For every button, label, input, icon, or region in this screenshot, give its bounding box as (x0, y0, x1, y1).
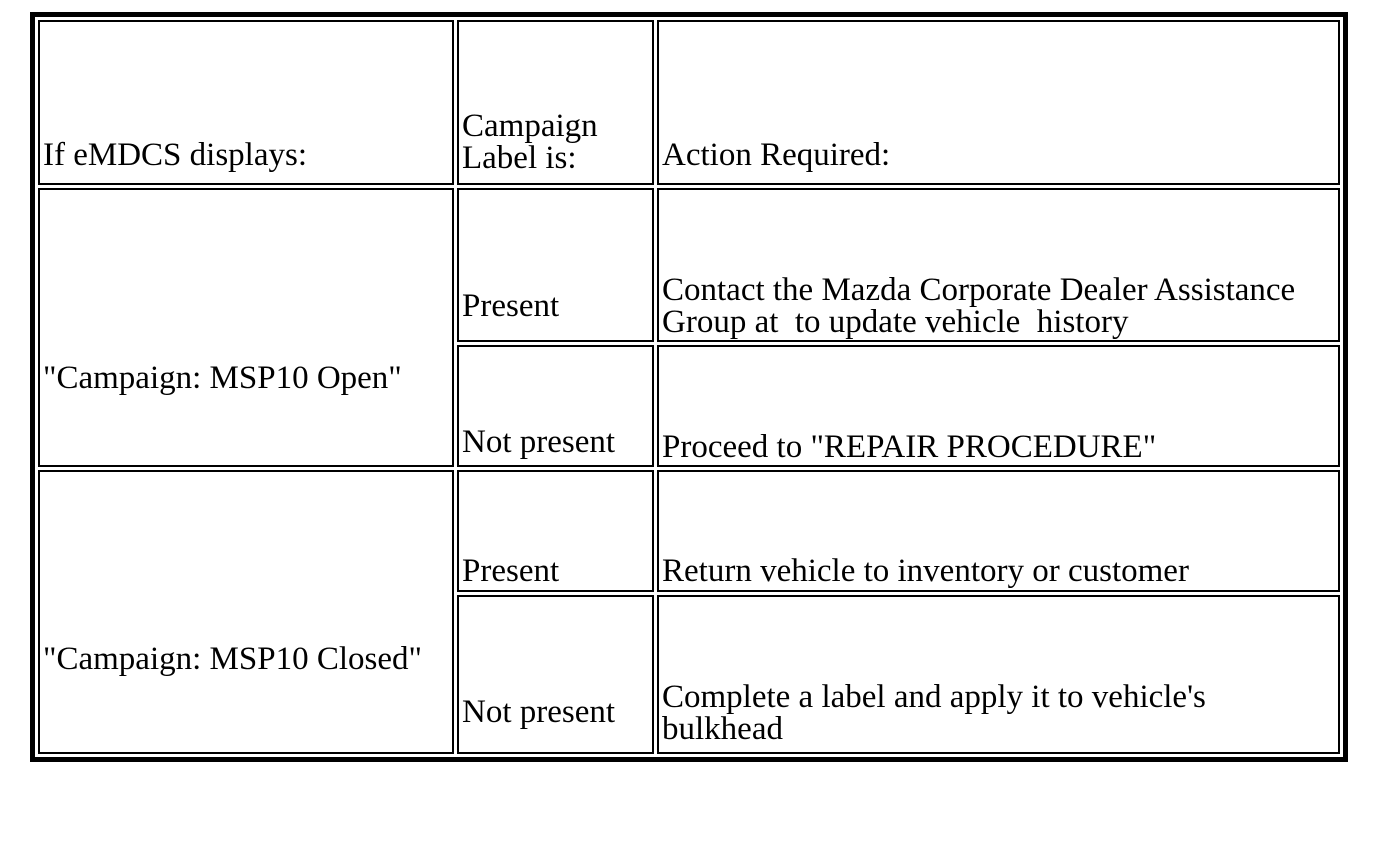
table-row-open-present: "Campaign: MSP10 Open" Present Contact t… (38, 188, 1340, 467)
action-contact-dealer-assistance-cell: Contact the Mazda Corporate Dealer Assis… (657, 188, 1340, 342)
table-row-open-not-present: Not present Proceed to "REPAIR PROCEDURE… (38, 345, 1340, 467)
label-not-present-cell-closed: Not present (457, 595, 654, 754)
header-row: If eMDCS displays: Campaign Label is: Ac… (38, 20, 1340, 185)
emdcs-campaign-table: If eMDCS displays: Campaign Label is: Ac… (30, 12, 1348, 762)
table-row-closed-present: "Campaign: MSP10 Closed" Present Return … (38, 470, 1340, 754)
label-present-cell-closed: Present (457, 470, 654, 592)
label-present-cell-open: Present (457, 188, 654, 342)
header-cell-if-emdcs-displays: If eMDCS displays: (38, 20, 454, 185)
label-not-present-cell-open: Not present (457, 345, 654, 467)
action-proceed-repair-procedure-cell: Proceed to "REPAIR PROCEDURE" (657, 345, 1340, 467)
header-cell-action-required: Action Required: (657, 20, 1340, 185)
action-return-vehicle-cell: Return vehicle to inventory or customer (657, 470, 1340, 592)
action-complete-label-cell: Complete a label and apply it to vehicle… (657, 595, 1340, 754)
campaign-msp10-open-cell: "Campaign: MSP10 Open" (38, 188, 454, 467)
header-cell-campaign-label-is: Campaign Label is: (457, 20, 654, 185)
campaign-msp10-closed-cell: "Campaign: MSP10 Closed" (38, 470, 454, 754)
table-row-closed-not-present: Not present Complete a label and apply i… (38, 595, 1340, 754)
